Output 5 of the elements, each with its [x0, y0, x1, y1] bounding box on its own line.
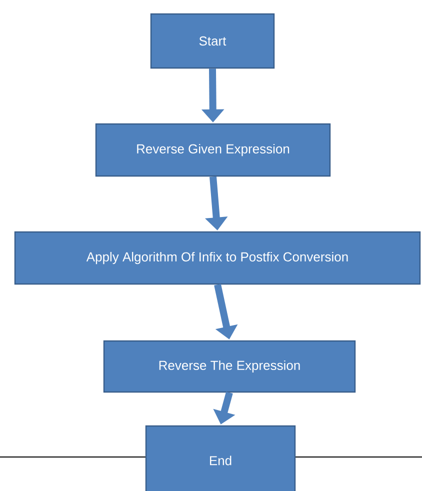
- process-box: End: [145, 425, 296, 491]
- process-box: Apply Algorithm Of Infix to Postfix Conversion: [14, 231, 421, 285]
- process-box: Start: [150, 13, 275, 69]
- process-box: Reverse The Expression: [103, 340, 356, 393]
- process-box: Reverse Given Expression: [95, 123, 331, 177]
